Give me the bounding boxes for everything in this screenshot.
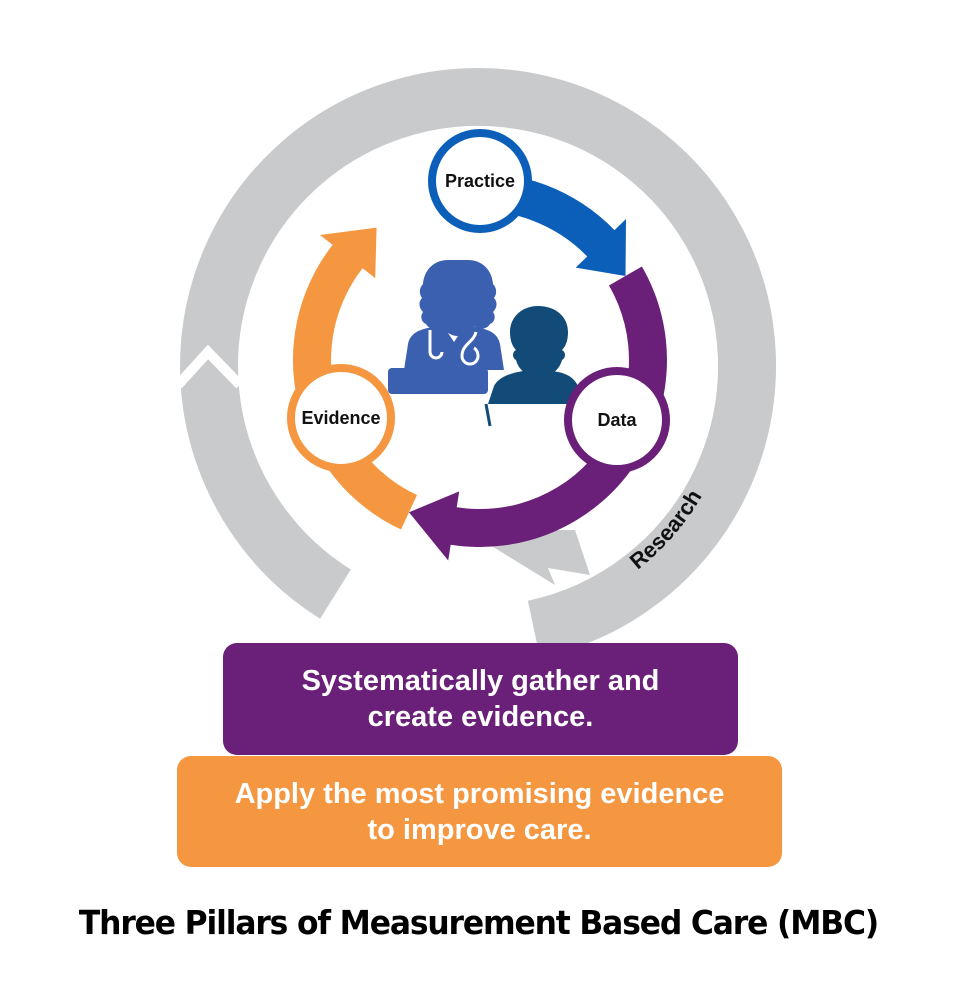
- data-to-evidence-arrow: [409, 266, 667, 561]
- evidence-node: Evidence: [287, 364, 395, 472]
- research-pillar-line-2: create evidence.: [367, 701, 594, 733]
- practice-pillar-line-1: Apply the most promising evidence: [234, 777, 725, 810]
- research-ring-arc: [180, 67, 777, 658]
- data-label: Data: [597, 410, 637, 430]
- research-pillar-box: Systematically gather and create evidenc…: [223, 643, 738, 755]
- figure-caption: Three Pillars of Measurement Based Care …: [78, 903, 879, 942]
- clinician-with-stethoscope-icon: [388, 260, 504, 394]
- data-node: Data: [564, 367, 670, 473]
- research-pillar-line-1: Systematically gather and: [301, 665, 660, 697]
- practice-pillar-line-2: to improve care.: [367, 813, 592, 846]
- practice-pillar-box: Apply the most promising evidence to imp…: [177, 756, 782, 867]
- stethoscope-detail: [428, 330, 480, 366]
- patient-icon: [484, 306, 584, 427]
- evidence-label: Evidence: [301, 408, 380, 428]
- practice-node: Practice: [428, 129, 532, 233]
- practice-label: Practice: [445, 171, 515, 191]
- research-ring-notch: [174, 344, 244, 389]
- research-ring-arrowhead: [490, 512, 590, 585]
